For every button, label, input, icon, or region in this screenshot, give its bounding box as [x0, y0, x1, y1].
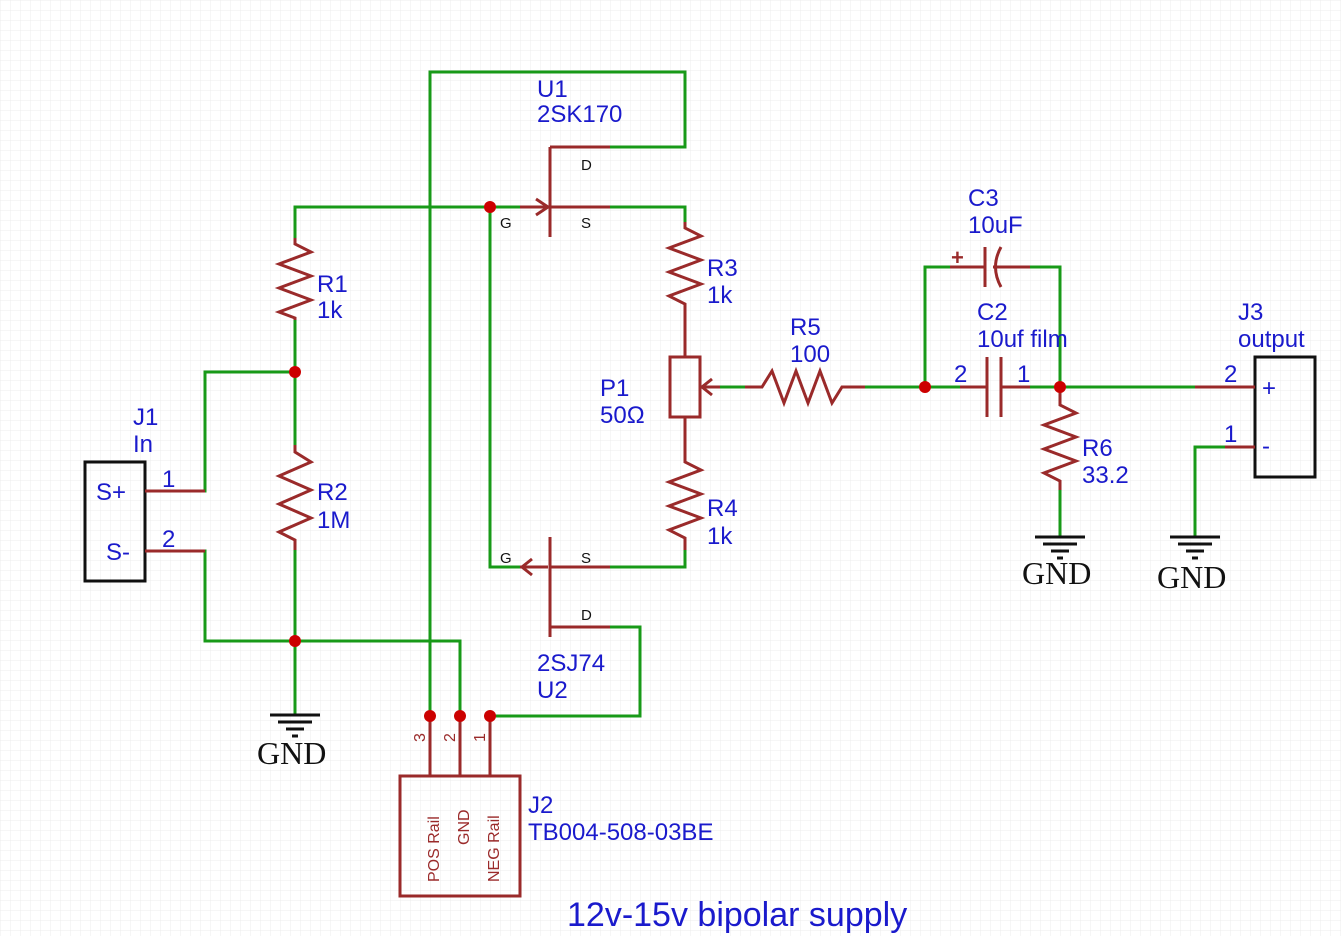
u1-source-label: S	[581, 215, 591, 232]
j2-pin3-number: 3	[412, 733, 429, 742]
u2-ref: U2	[537, 677, 568, 704]
connector-j3[interactable]: J3 output + - 2 1	[1195, 299, 1317, 479]
j3-pin2-number: 2	[1224, 361, 1237, 388]
r5-ref: R5	[790, 314, 821, 341]
j1-ref: J1	[133, 404, 158, 431]
p1-ref: P1	[600, 375, 629, 402]
c3-polarity-mark: +	[951, 245, 964, 270]
u1-gate-label: G	[500, 215, 512, 232]
r5-value: 100	[790, 341, 830, 368]
r3-ref: R3	[707, 255, 738, 282]
j2-value: TB004-508-03BE	[528, 819, 713, 846]
r4-value: 1k	[707, 523, 733, 550]
j1-value: In	[133, 431, 153, 458]
u2-gate-label: G	[500, 550, 512, 567]
r6-ref: R6	[1082, 435, 1113, 462]
capacitor-c3[interactable]: C3 10uF +	[950, 185, 1030, 288]
connector-j2[interactable]: 3 2 1 POS Rail GND NEG Rail J2 TB004-508…	[398, 716, 713, 898]
resistor-r2[interactable]: R2 1M	[275, 445, 350, 550]
c3-ref: C3	[968, 185, 999, 212]
j3-value: output	[1238, 326, 1305, 353]
u1-value: 2SK170	[537, 101, 622, 128]
c3-value: 10uF	[968, 212, 1023, 239]
r2-value: 1M	[317, 507, 350, 534]
r3-value: 1k	[707, 282, 733, 309]
c2-ref: C2	[977, 299, 1008, 326]
j3-ref: J3	[1238, 299, 1263, 326]
c2-pin1-number: 1	[1017, 361, 1030, 388]
j1-pin1-number: 1	[162, 466, 175, 493]
j3-pin-minus: -	[1262, 433, 1270, 460]
c2-value: 10uf film	[977, 326, 1068, 353]
ground-symbol-left: GND	[257, 713, 326, 771]
u1-ref: U1	[537, 76, 568, 103]
r1-value: 1k	[317, 297, 343, 324]
u2-drain-label: D	[581, 607, 592, 624]
resistor-r3[interactable]: R3 1k	[664, 222, 738, 327]
r6-value: 33.2	[1082, 462, 1129, 489]
ground-symbol-r6: GND	[1022, 535, 1091, 591]
p1-value: 50Ω	[600, 402, 645, 429]
c2-pin2-number: 2	[954, 361, 967, 388]
j1-body	[83, 460, 147, 583]
j2-pin1-number: 1	[472, 733, 489, 742]
j1-pin2-number: 2	[162, 526, 175, 553]
ground-label-j3: GND	[1157, 559, 1226, 595]
u1-drain-label: D	[581, 157, 592, 174]
r1-ref: R1	[317, 271, 348, 298]
r4-ref: R4	[707, 495, 738, 522]
j2-pin2-number: 2	[442, 733, 459, 742]
u2-value: 2SJ74	[537, 650, 605, 677]
connector-j1[interactable]: J1 In S+ S- 1 2	[83, 404, 205, 583]
resistor-r4[interactable]: R4 1k	[664, 445, 738, 550]
j1-pin-splus: S+	[96, 479, 126, 506]
resistor-r1[interactable]: R1 1k	[274, 238, 348, 324]
ground-symbol-j3: GND	[1157, 535, 1226, 595]
r2-ref: R2	[317, 479, 348, 506]
capacitor-c2[interactable]: C2 10uf film 2 1	[954, 299, 1068, 417]
j3-body	[1253, 355, 1317, 479]
wires	[203, 70, 1227, 718]
supply-note: 12v-15v bipolar supply	[567, 896, 907, 934]
j2-pin-gnd: GND	[456, 809, 473, 845]
junction-dots	[289, 201, 1066, 722]
jfet-u2[interactable]: G S D 2SJ74 U2	[500, 537, 610, 704]
j1-pin-sminus: S-	[106, 539, 130, 566]
resistor-r6[interactable]: R6 33.2	[1039, 387, 1129, 490]
j3-pin-plus: +	[1262, 375, 1276, 402]
ground-label-r6: GND	[1022, 555, 1091, 591]
ground-label-left: GND	[257, 735, 326, 771]
jfet-u1[interactable]: U1 2SK170 D G S	[500, 76, 622, 237]
resistor-r5[interactable]: R5 100	[745, 314, 865, 408]
j3-pin1-number: 1	[1224, 421, 1237, 448]
potentiometer-p1[interactable]: P1 50Ω	[600, 327, 720, 445]
u2-source-label: S	[581, 550, 591, 567]
j2-ref: J2	[528, 792, 553, 819]
j2-pin-pos-rail: POS Rail	[426, 816, 443, 882]
j2-pin-neg-rail: NEG Rail	[486, 815, 503, 882]
